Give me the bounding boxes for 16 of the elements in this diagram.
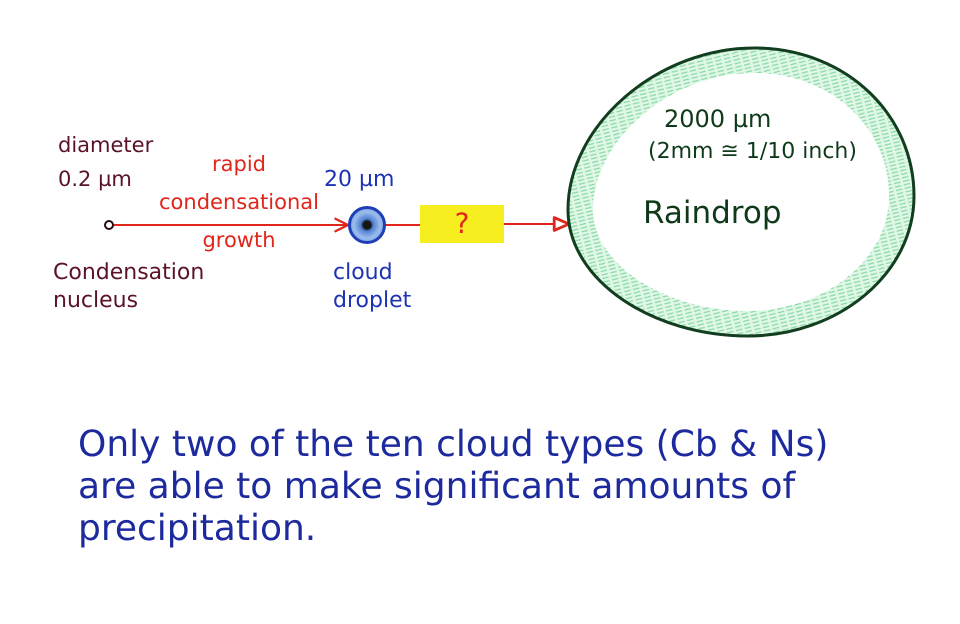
edge-label: rapid condensational growth bbox=[158, 151, 320, 254]
condensation-nucleus-dot bbox=[104, 220, 114, 230]
arrow bbox=[113, 218, 350, 232]
size-conversion-note: (2mm ≅ 1/10 inch) bbox=[648, 140, 857, 164]
raindrop-size-label: 2000 µm bbox=[664, 106, 772, 132]
cloud-droplet-circle bbox=[348, 206, 386, 244]
diameter-label: diameter 0.2 µm bbox=[58, 132, 154, 193]
highlight-box bbox=[420, 205, 504, 243]
connector-line bbox=[385, 224, 421, 226]
question-mark: ? bbox=[454, 210, 470, 238]
droplet-size-label: 20 µm bbox=[324, 166, 396, 194]
arrow bbox=[503, 216, 570, 232]
nucleus-label: Condensation nucleus bbox=[53, 259, 206, 315]
droplet-label: cloud droplet bbox=[333, 259, 412, 315]
note-text: Only two of the ten cloud types (Cb & Ns) are able to make significant amounts of precipitation. bbox=[78, 424, 830, 550]
raindrop-label: Raindrop bbox=[643, 196, 782, 230]
